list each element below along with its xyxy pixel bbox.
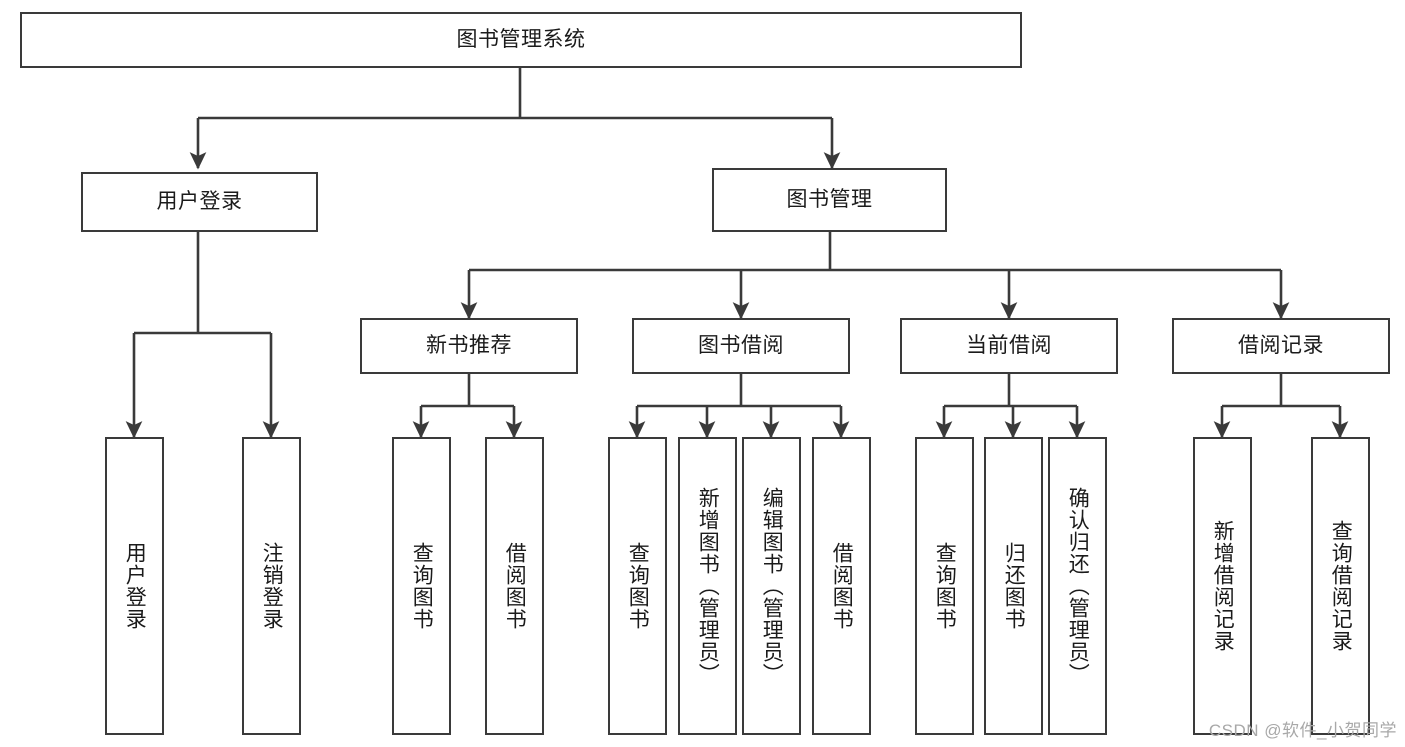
leaf-edit-book-label: 编辑图书（管理员）	[760, 487, 784, 685]
leaf-borrow-book-1[interactable]: 借阅图书	[485, 437, 544, 735]
leaf-query-record-label: 查询借阅记录	[1329, 520, 1353, 652]
leaf-query-book-2[interactable]: 查询图书	[608, 437, 667, 735]
node-new-book-recommend-label: 新书推荐	[426, 333, 512, 357]
leaf-edit-book[interactable]: 编辑图书（管理员）	[742, 437, 801, 735]
leaf-user-login-label: 用户登录	[123, 542, 147, 630]
node-user-login-label: 用户登录	[156, 189, 243, 213]
leaf-query-book-3[interactable]: 查询图书	[915, 437, 974, 735]
node-book-borrow-label: 图书借阅	[698, 333, 784, 357]
node-current-borrow-label: 当前借阅	[966, 333, 1052, 357]
node-user-login[interactable]: 用户登录	[81, 172, 318, 232]
leaf-user-login[interactable]: 用户登录	[105, 437, 164, 735]
leaf-logout-login[interactable]: 注销登录	[242, 437, 301, 735]
leaf-query-book-2-label: 查询图书	[626, 542, 650, 630]
leaf-add-book[interactable]: 新增图书（管理员）	[678, 437, 737, 735]
leaf-add-record-label: 新增借阅记录	[1211, 520, 1235, 652]
node-borrow-record[interactable]: 借阅记录	[1172, 318, 1390, 374]
leaf-query-book-3-label: 查询图书	[933, 542, 957, 630]
leaf-logout-login-label: 注销登录	[260, 542, 284, 630]
leaf-borrow-book-1-label: 借阅图书	[503, 542, 527, 630]
node-root-label: 图书管理系统	[456, 27, 586, 51]
leaf-confirm-return[interactable]: 确认归还（管理员）	[1048, 437, 1107, 735]
leaf-query-book-1[interactable]: 查询图书	[392, 437, 451, 735]
leaf-query-record[interactable]: 查询借阅记录	[1311, 437, 1370, 735]
leaf-query-book-1-label: 查询图书	[410, 542, 434, 630]
leaf-return-book[interactable]: 归还图书	[984, 437, 1043, 735]
node-new-book-recommend[interactable]: 新书推荐	[360, 318, 578, 374]
leaf-borrow-book-2-label: 借阅图书	[830, 542, 854, 630]
node-borrow-record-label: 借阅记录	[1238, 333, 1324, 357]
leaf-confirm-return-label: 确认归还（管理员）	[1066, 487, 1090, 685]
leaf-add-record[interactable]: 新增借阅记录	[1193, 437, 1252, 735]
node-book-manage[interactable]: 图书管理	[712, 168, 947, 232]
leaf-borrow-book-2[interactable]: 借阅图书	[812, 437, 871, 735]
leaf-return-book-label: 归还图书	[1002, 542, 1026, 630]
node-book-borrow[interactable]: 图书借阅	[632, 318, 850, 374]
node-current-borrow[interactable]: 当前借阅	[900, 318, 1118, 374]
leaf-add-book-label: 新增图书（管理员）	[696, 487, 720, 685]
node-book-manage-label: 图书管理	[786, 187, 873, 211]
node-root[interactable]: 图书管理系统	[20, 12, 1022, 68]
